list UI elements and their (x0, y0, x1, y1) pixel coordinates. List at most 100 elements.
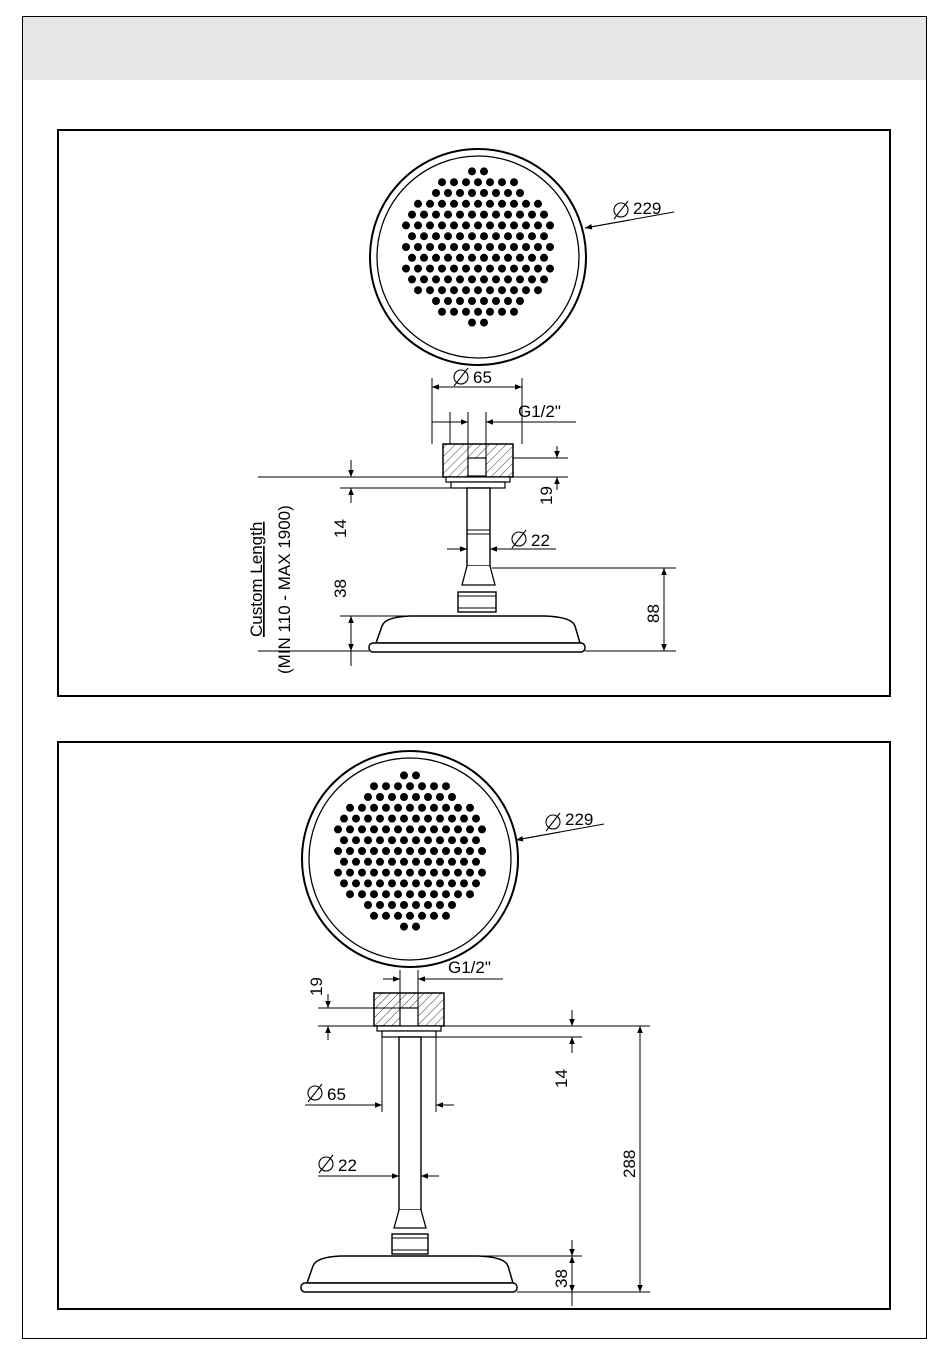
spray-nozzle (430, 804, 438, 812)
spray-nozzles (334, 771, 486, 930)
spray-nozzle (412, 815, 420, 823)
spray-nozzle (516, 254, 524, 262)
spray-nozzle (424, 858, 432, 866)
spray-nozzle (510, 178, 518, 186)
spray-nozzle (340, 836, 348, 844)
spray-nozzle (468, 167, 476, 175)
spray-nozzle (388, 793, 396, 801)
spray-nozzle (498, 200, 506, 208)
spray-nozzle (462, 200, 470, 208)
spray-nozzle (418, 847, 426, 855)
spray-nozzle (420, 254, 428, 262)
shower-head-profile (307, 1256, 513, 1283)
spray-nozzle (406, 782, 414, 790)
spray-nozzles (402, 167, 554, 326)
spray-nozzle (448, 793, 456, 801)
spray-nozzle (516, 189, 524, 197)
spray-nozzle (540, 232, 548, 240)
spray-nozzle (492, 211, 500, 219)
spray-nozzle (442, 782, 450, 790)
spray-nozzle (394, 804, 402, 812)
spray-nozzle (334, 847, 342, 855)
spray-nozzle (420, 211, 428, 219)
custom-length-range: (MIN 110 - MAX 1900) (275, 505, 294, 674)
thread-bore (400, 1008, 418, 1026)
spray-nozzle (510, 243, 518, 251)
top-flange-diameter-dim (432, 378, 522, 444)
bottom-plan-view (302, 751, 518, 967)
spray-nozzle (424, 815, 432, 823)
spray-nozzle (412, 923, 420, 931)
spray-nozzle (412, 771, 420, 779)
spray-nozzle (444, 189, 452, 197)
spray-nozzle (406, 912, 414, 920)
spray-nozzle (388, 901, 396, 909)
spray-nozzle (414, 286, 422, 294)
spray-nozzle (522, 286, 530, 294)
spray-nozzle (534, 200, 542, 208)
spray-nozzle (376, 815, 384, 823)
spray-nozzle (450, 221, 458, 229)
custom-length-title: Custom Length (247, 522, 266, 637)
spray-nozzle (474, 221, 482, 229)
spray-nozzle (454, 869, 462, 877)
spray-nozzle (468, 254, 476, 262)
thread-size-label: G1/2" (518, 402, 561, 421)
spray-nozzle (492, 189, 500, 197)
spray-nozzle (528, 254, 536, 262)
spray-nozzle (462, 286, 470, 294)
spray-nozzle (448, 836, 456, 844)
spray-nozzle (408, 232, 416, 240)
spray-nozzle (522, 221, 530, 229)
spray-nozzle (466, 869, 474, 877)
spray-nozzle (358, 869, 366, 877)
top-flange-height-dim (513, 446, 568, 490)
spray-nozzle (400, 836, 408, 844)
spray-nozzle (450, 308, 458, 316)
spray-nozzle (528, 211, 536, 219)
spray-nozzle (424, 879, 432, 887)
top-plan-view (370, 149, 586, 365)
spray-nozzle (352, 836, 360, 844)
arm-pipe (467, 488, 490, 566)
pipe-diameter-label: 22 (531, 531, 550, 550)
spray-nozzle (400, 858, 408, 866)
spray-nozzle (462, 243, 470, 251)
spray-nozzle (480, 189, 488, 197)
spray-nozzle (472, 815, 480, 823)
spray-nozzle (402, 221, 410, 229)
spray-nozzle (478, 869, 486, 877)
spray-nozzle (466, 890, 474, 898)
spray-nozzle (346, 825, 354, 833)
spray-nozzle (364, 793, 372, 801)
spray-nozzle (388, 815, 396, 823)
spray-nozzle (406, 825, 414, 833)
spray-nozzle (376, 793, 384, 801)
head-height-label: 38 (552, 1269, 571, 1288)
spray-nozzle (418, 782, 426, 790)
spray-nozzle (400, 771, 408, 779)
spray-nozzle (454, 847, 462, 855)
spray-nozzle (430, 847, 438, 855)
spray-nozzle (432, 297, 440, 305)
spray-nozzle (406, 847, 414, 855)
spray-nozzle (516, 211, 524, 219)
spray-nozzle (510, 221, 518, 229)
spray-nozzle (364, 836, 372, 844)
spray-nozzle (382, 782, 390, 790)
spray-nozzle (498, 265, 506, 273)
spray-nozzle (406, 890, 414, 898)
spray-nozzle (510, 200, 518, 208)
spray-nozzle (450, 178, 458, 186)
bottom-pipe-diameter-label-group: 22 (319, 1155, 357, 1175)
spray-nozzle (444, 211, 452, 219)
spray-nozzle (364, 901, 372, 909)
spray-nozzle (438, 178, 446, 186)
spray-nozzle (486, 265, 494, 273)
top-collar-height-dim (300, 460, 451, 503)
spray-nozzle (352, 858, 360, 866)
spray-nozzle (516, 232, 524, 240)
spray-nozzle (370, 912, 378, 920)
spray-nozzle (406, 869, 414, 877)
